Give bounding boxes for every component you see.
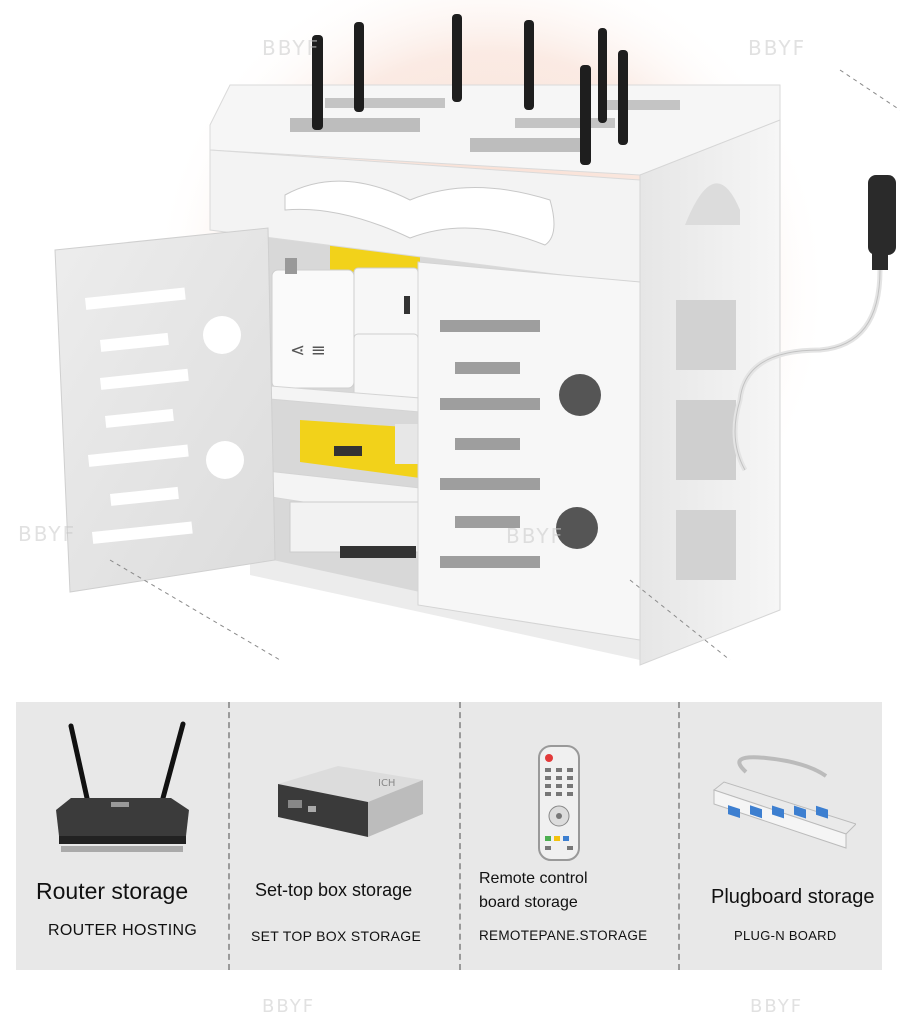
feature-remote: Remote control board storage REMOTEPANE.… — [461, 702, 678, 970]
svg-text:ICH: ICH — [378, 778, 395, 789]
feature-set-top-box: ICH Set-top box storage SET TOP BOX STOR… — [230, 702, 459, 970]
feature-panel: Router storage ROUTER HOSTING ICH Set-to… — [16, 702, 882, 970]
feature-router: Router storage ROUTER HOSTING — [16, 702, 228, 970]
feature-subtitle: REMOTEPANE.STORAGE — [479, 928, 648, 943]
watermark: BBYF — [18, 522, 77, 546]
cabinet-front-door — [417, 261, 641, 641]
power-adapter — [271, 269, 355, 389]
power-plug — [868, 175, 896, 255]
watermark: BBYF — [506, 524, 565, 548]
feature-plugboard: Plugboard storage PLUG-N BOARD — [680, 702, 882, 970]
svg-text:⋖ ≡: ⋖ ≡ — [290, 340, 326, 361]
interior-set-top-box — [289, 501, 421, 553]
divider — [228, 702, 230, 970]
feature-title: Plugboard storage — [711, 886, 875, 908]
watermark: BBYF — [750, 996, 804, 1017]
divider — [459, 702, 461, 970]
feature-subtitle: SET TOP BOX STORAGE — [251, 928, 422, 944]
remote-control-icon — [538, 745, 580, 861]
watermark: BBYF — [748, 36, 807, 60]
feature-subtitle: PLUG-N BOARD — [734, 928, 837, 943]
feature-title: Router storage — [36, 878, 189, 904]
divider — [678, 702, 680, 970]
footer-strip: BBYF BBYF — [0, 970, 900, 1024]
set-top-box-icon: ICH — [278, 766, 423, 837]
antennas — [312, 14, 628, 165]
feature-title: Set-top box storage — [255, 880, 413, 900]
feature-title: board storage — [479, 894, 578, 911]
power-strip-icon — [712, 755, 856, 849]
router-icon — [56, 721, 189, 852]
watermark: BBYF — [262, 36, 321, 60]
watermark: BBYF — [262, 996, 316, 1017]
feature-title: Remote control — [479, 870, 588, 887]
product-image: ⋖ ≡ — [54, 0, 900, 666]
feature-subtitle: ROUTER HOSTING — [48, 922, 198, 939]
